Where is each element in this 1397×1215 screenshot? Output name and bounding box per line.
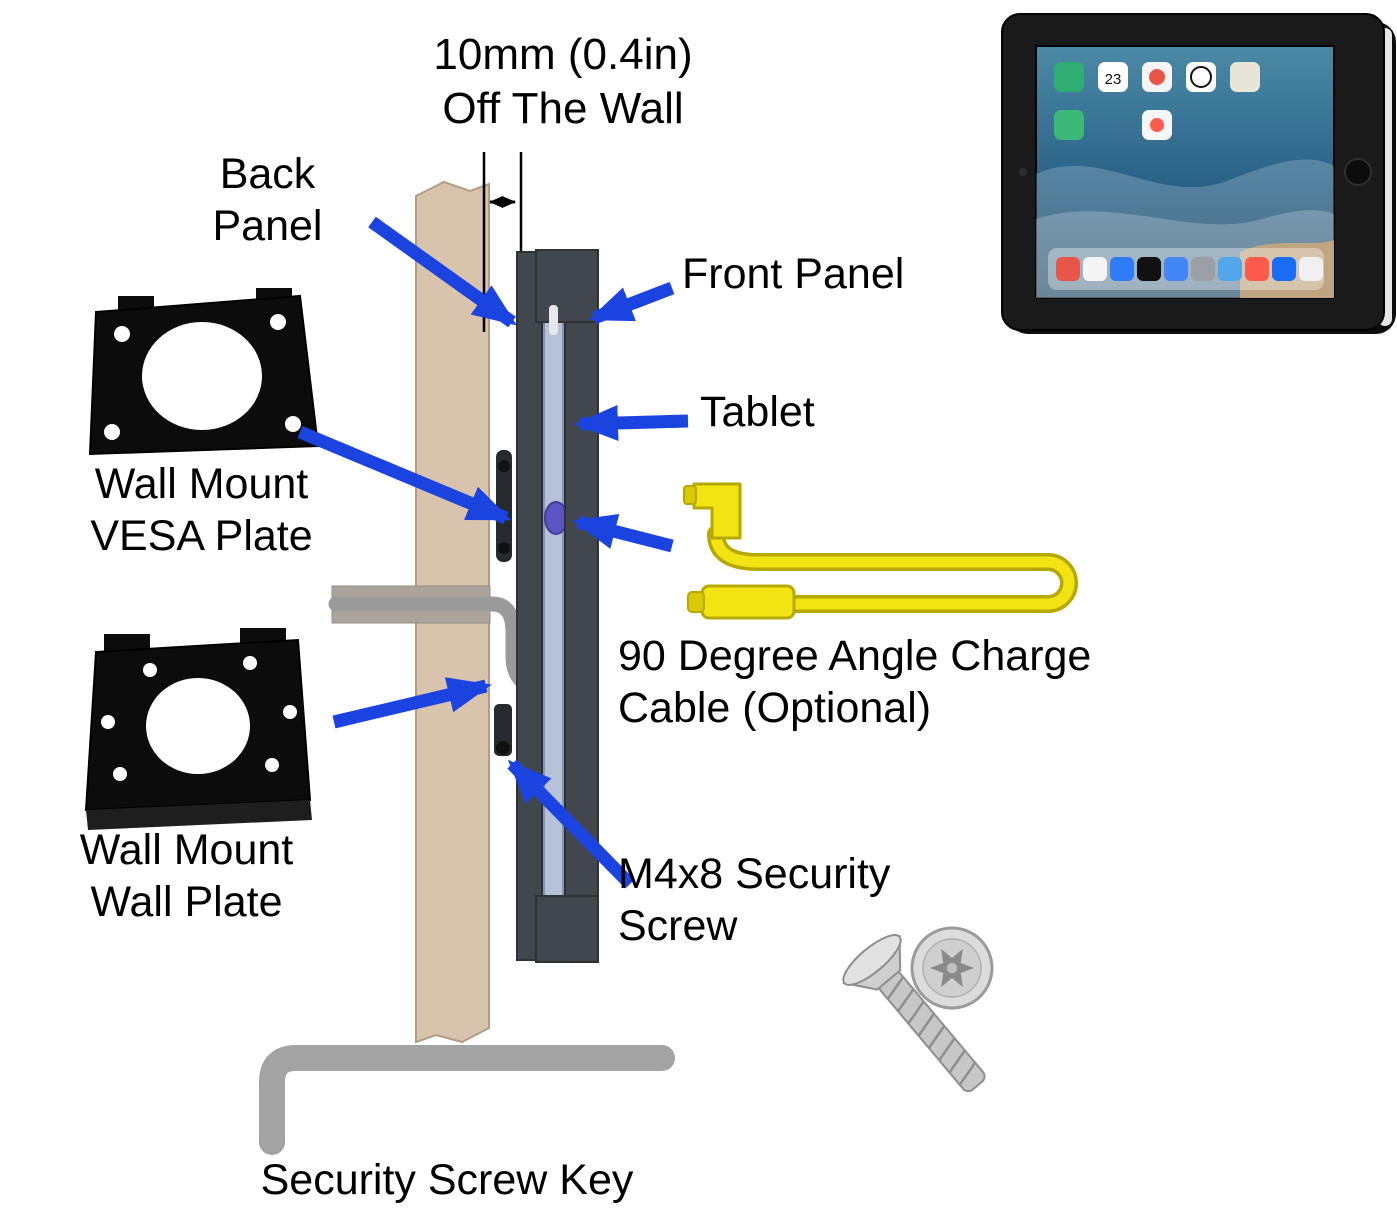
vesa-plate-image [88, 288, 320, 456]
back-panel-shape [516, 251, 543, 961]
right-angle-plug [692, 482, 742, 540]
security-screw-image [842, 926, 994, 1093]
torx-head-top-view [910, 926, 994, 1010]
label-tablet: Tablet [700, 388, 815, 436]
charge-port [544, 501, 568, 535]
label-off-the-wall: 10mm (0.4in) Off The Wall [398, 28, 728, 135]
arrow-tablet [574, 404, 689, 441]
camera-dot [1019, 168, 1027, 176]
label-security-screw: M4x8 Security Screw [618, 850, 891, 951]
label-off-the-wall-line2: Off The Wall [442, 83, 684, 133]
arrow-charge-port [572, 513, 674, 553]
label-back-panel: Back Panel [212, 150, 323, 251]
arrow-wall-plate [332, 677, 492, 729]
calendar-icon [1098, 62, 1128, 92]
arrow-security-screw [507, 759, 635, 889]
ipad-dock [1048, 248, 1324, 290]
app-icons-row1: 23 [1054, 62, 1260, 92]
straight-plug [700, 584, 796, 620]
callout-arrows [297, 216, 689, 889]
charge-cable-image [683, 482, 1078, 620]
maps-icon [1230, 62, 1260, 92]
allen-key-image [259, 1045, 675, 1155]
label-vesa-plate: Wall Mount VESA Plate [90, 460, 313, 561]
label-screw-key: Security Screw Key [260, 1156, 634, 1204]
vesa-bracket [496, 450, 512, 562]
app-icons-row2 [1054, 110, 1172, 140]
home-button [1344, 158, 1372, 186]
wall-plate-image [84, 628, 312, 830]
label-wall-plate: Wall Mount Wall Plate [79, 826, 294, 927]
label-front-panel: Front Panel [682, 250, 905, 298]
label-charge-cable: 90 Degree Angle Charge Cable (Optional) [618, 632, 1092, 733]
wall-section [331, 180, 491, 1044]
security-screw-location [494, 704, 512, 756]
ipad-photo: 23 [1001, 13, 1396, 334]
svg-text:23: 23 [1105, 71, 1122, 88]
arrow-front-panel [588, 281, 675, 325]
label-off-the-wall-line1: 10mm (0.4in) [433, 30, 693, 79]
arrow-back-panel [368, 216, 517, 328]
arrow-vesa-plate [297, 426, 512, 524]
